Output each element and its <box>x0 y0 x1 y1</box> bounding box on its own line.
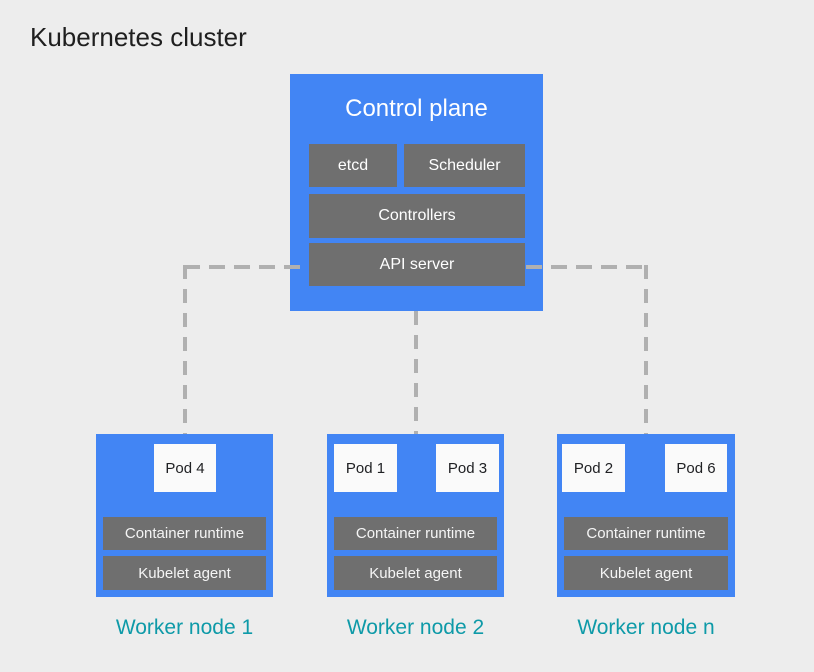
worker-node-1-label: Worker node 1 <box>115 616 254 639</box>
kubelet-agent-box: Kubelet agent <box>334 556 497 590</box>
control-plane-box: Control plane etcd Scheduler Controllers… <box>290 74 543 311</box>
connector-right-vertical <box>644 265 648 434</box>
kubelet-agent-box: Kubelet agent <box>564 556 728 590</box>
kubelet-agent-box: Kubelet agent <box>103 556 266 590</box>
container-runtime-box: Container runtime <box>103 517 266 550</box>
connector-middle-vertical <box>414 311 418 434</box>
api-server-component: API server <box>309 243 525 286</box>
connector-right-horizontal <box>526 265 648 269</box>
worker-node-2-box: Pod 1 Pod 3 Container runtime Kubelet ag… <box>327 434 504 597</box>
worker-node-n-label: Worker node n <box>577 616 715 639</box>
container-runtime-box: Container runtime <box>334 517 497 550</box>
pod-box: Pod 6 <box>665 444 727 492</box>
pod-box: Pod 2 <box>562 444 625 492</box>
connector-left-vertical <box>183 265 187 434</box>
connector-left-horizontal <box>184 265 308 269</box>
worker-node-n-box: Pod 2 Pod 6 Container runtime Kubelet ag… <box>557 434 735 597</box>
container-runtime-box: Container runtime <box>564 517 728 550</box>
pod-box: Pod 1 <box>334 444 397 492</box>
diagram-title: Kubernetes cluster <box>30 22 247 52</box>
etcd-component: etcd <box>309 144 397 187</box>
controllers-component: Controllers <box>309 194 525 238</box>
worker-node-1-box: Pod 4 Container runtime Kubelet agent <box>96 434 273 597</box>
control-plane-title: Control plane <box>345 95 488 122</box>
worker-node-2-label: Worker node 2 <box>346 616 485 639</box>
pod-box: Pod 4 <box>154 444 216 492</box>
pod-box: Pod 3 <box>436 444 499 492</box>
scheduler-component: Scheduler <box>404 144 525 187</box>
